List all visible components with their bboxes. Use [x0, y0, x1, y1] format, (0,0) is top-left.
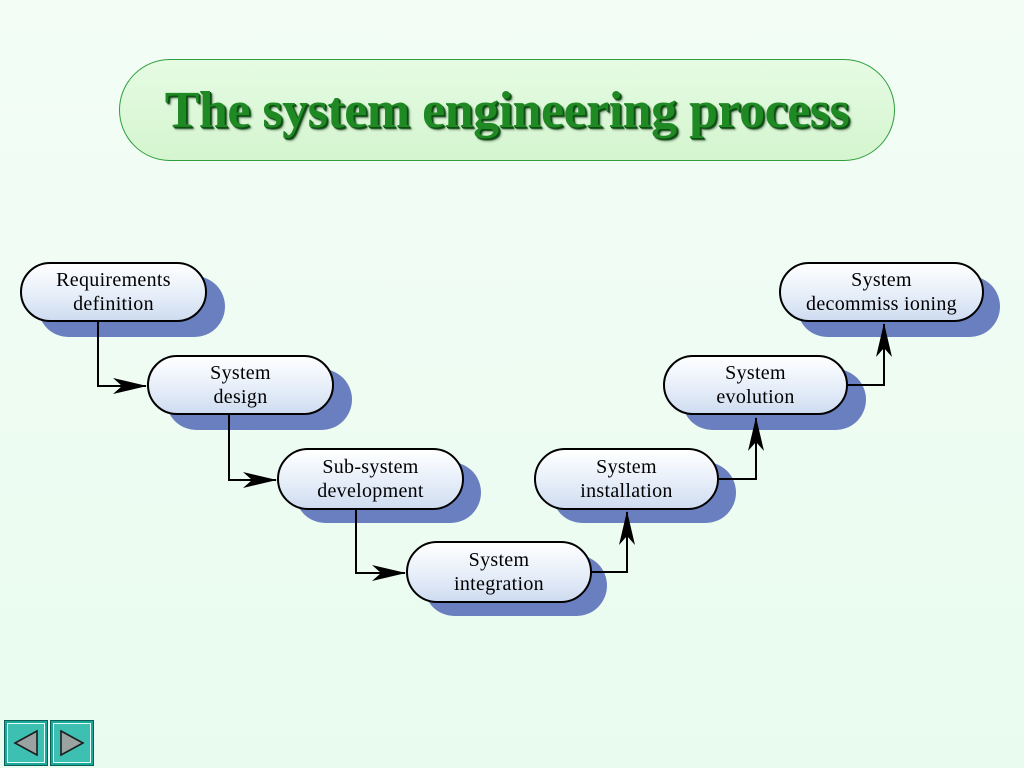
node-system-design: System design: [147, 355, 334, 415]
node-label-line2: integration: [454, 573, 544, 595]
node-system-evolution: System evolution: [663, 355, 848, 415]
node-label-line1: System: [725, 362, 786, 384]
node-label-line2: definition: [73, 293, 154, 315]
node-label-line1: System: [596, 456, 657, 478]
triangle-right-icon: [60, 729, 85, 757]
node-label-line1: Sub-system: [322, 456, 419, 478]
node-label-line2: development: [317, 480, 424, 502]
connector-requirements-design: [97, 322, 147, 394]
node-label-line1: System: [468, 549, 530, 571]
node-label-line2: installation: [580, 480, 673, 502]
connector-subsystem-integration: [355, 509, 406, 581]
node-system-decommissioning: System decommiss ioning: [779, 262, 984, 322]
node-system-installation: System installation: [534, 448, 719, 510]
connector-installation-evolution: [718, 417, 764, 480]
node-label-line1: Requirements: [56, 269, 171, 291]
node-system-integration: System integration: [406, 541, 592, 603]
node-label-line1: System: [851, 269, 912, 291]
page-title: The system engineering process: [164, 81, 850, 139]
next-slide-button[interactable]: [50, 720, 94, 766]
connector-evolution-decommissioning: [847, 323, 892, 386]
node-label-line2: decommiss ioning: [806, 293, 957, 315]
node-requirements-definition: Requirements definition: [20, 262, 207, 322]
connector-design-subsystem: [228, 414, 277, 488]
triangle-left-icon: [13, 729, 38, 757]
node-label-line2: evolution: [716, 386, 795, 408]
node-label-line2: design: [213, 386, 268, 408]
node-label-line1: System: [210, 362, 271, 384]
title-banner: The system engineering process: [119, 59, 895, 161]
prev-slide-button[interactable]: [4, 720, 48, 766]
node-subsystem-development: Sub-system development: [277, 448, 464, 510]
connector-integration-installation: [591, 511, 635, 573]
